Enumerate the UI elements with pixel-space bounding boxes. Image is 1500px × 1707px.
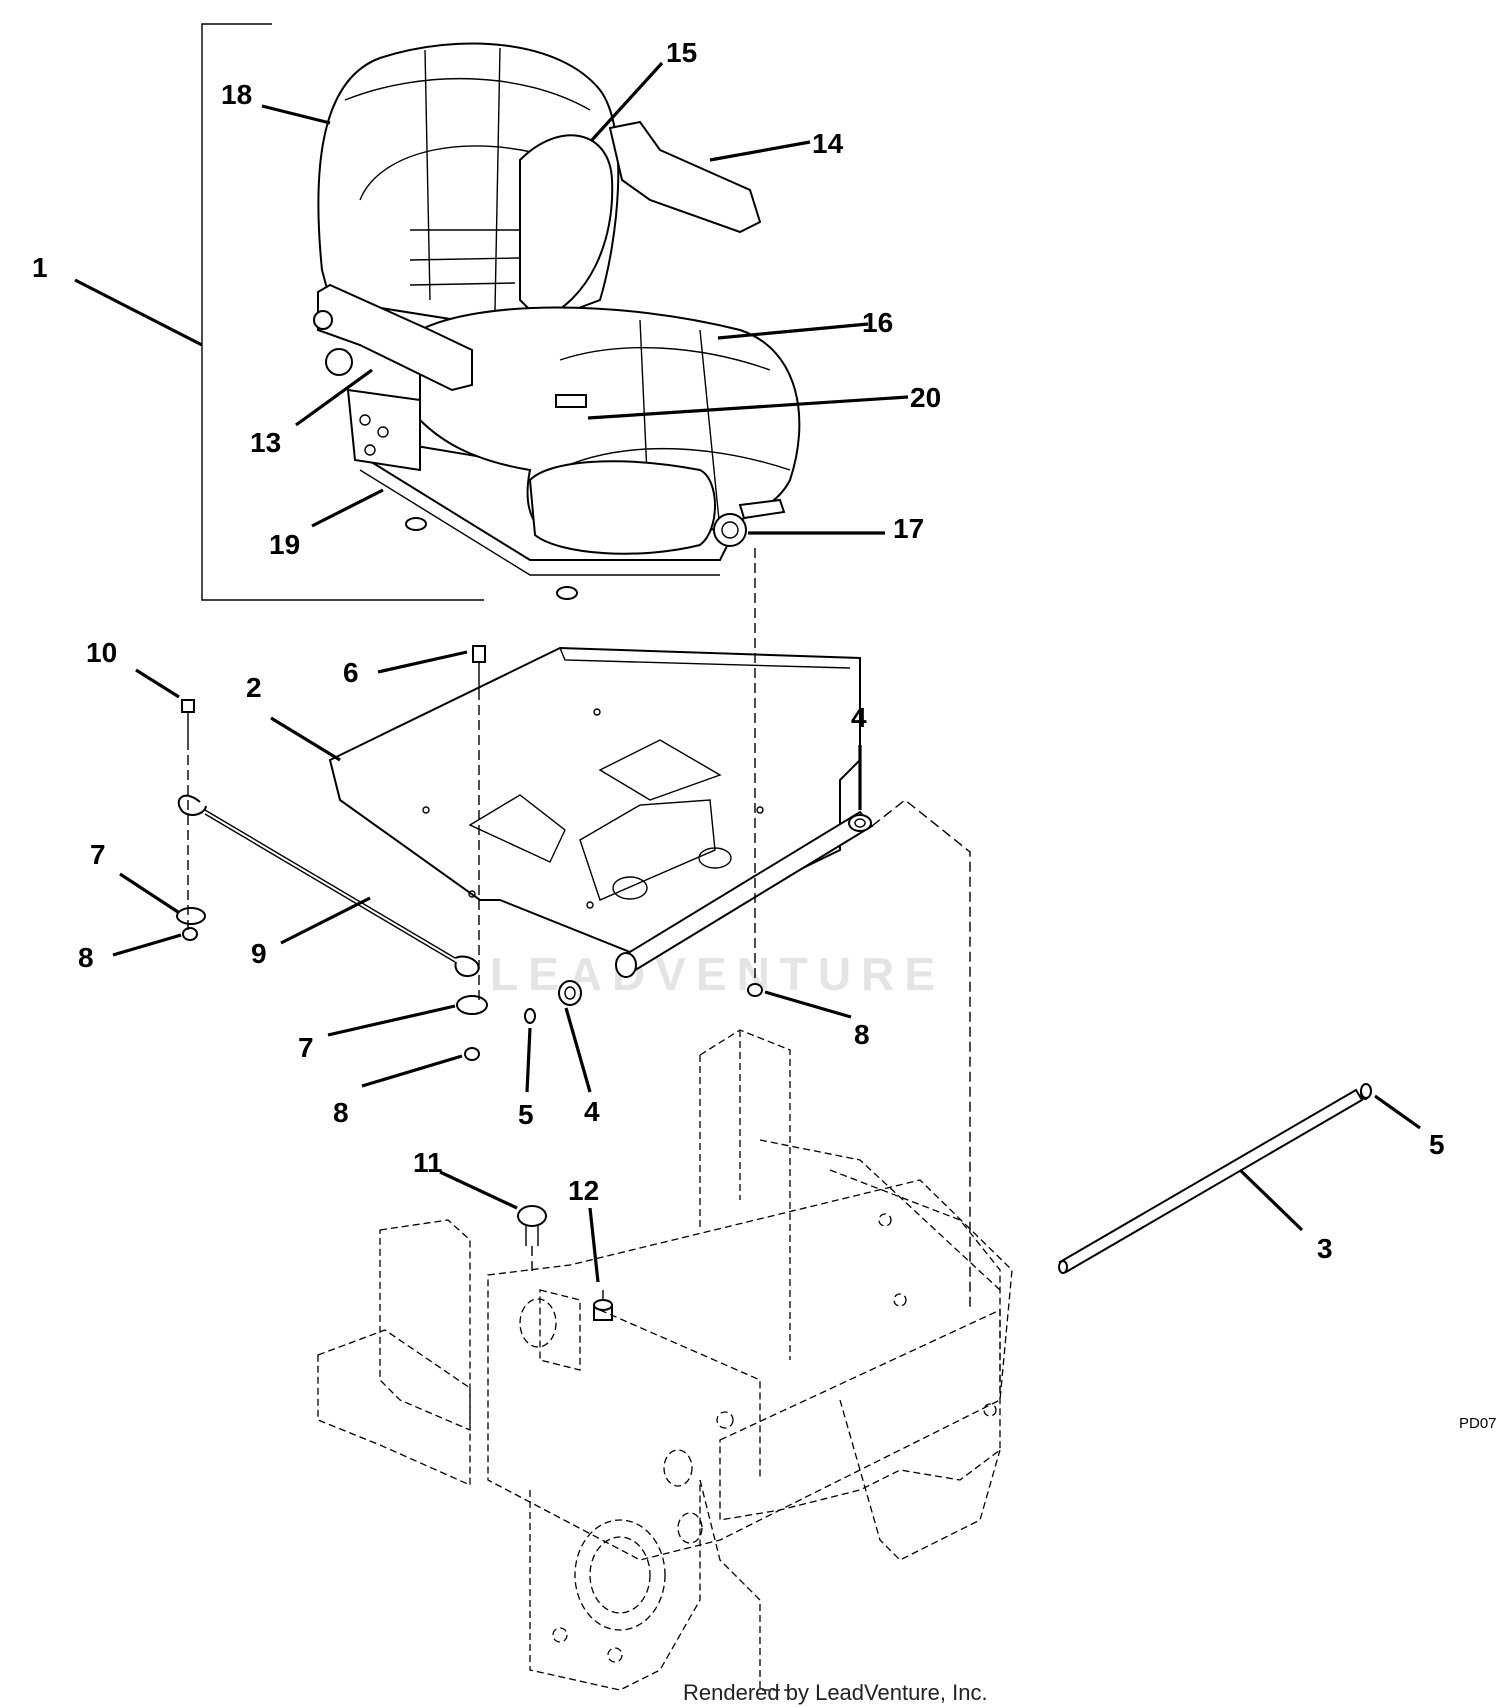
callout-2[interactable]: 2 <box>246 672 262 703</box>
callout-5-lower[interactable]: 5 <box>518 1099 534 1130</box>
callout-9[interactable]: 9 <box>251 938 267 969</box>
callout-8-left[interactable]: 8 <box>78 942 94 973</box>
callout-6[interactable]: 6 <box>343 657 359 688</box>
leader-lines <box>74 61 1421 1283</box>
callout-14[interactable]: 14 <box>812 128 844 159</box>
callouts: 1 2 3 4 4 5 5 6 7 7 8 8 8 9 10 11 12 13 … <box>32 37 1445 1264</box>
callout-17[interactable]: 17 <box>893 513 924 544</box>
alignment-lines <box>187 548 971 1310</box>
threaded-insert[interactable] <box>593 1299 613 1321</box>
nut-left[interactable] <box>182 927 198 941</box>
seat-cable[interactable] <box>177 794 480 978</box>
callout-8-center[interactable]: 8 <box>333 1097 349 1128</box>
callout-7-left[interactable]: 7 <box>90 839 106 870</box>
washer-left[interactable] <box>176 907 206 925</box>
callout-19[interactable]: 19 <box>269 529 300 560</box>
callout-3[interactable]: 3 <box>1317 1233 1333 1264</box>
callout-5-rod[interactable]: 5 <box>1429 1129 1445 1160</box>
thumb-screw[interactable] <box>517 1205 547 1246</box>
callout-4-upper[interactable]: 4 <box>851 702 867 733</box>
footer-credit: Rendered by LeadVenture, Inc. <box>683 1680 988 1705</box>
callout-11[interactable]: 11 <box>413 1147 443 1178</box>
nut-center[interactable] <box>464 1047 480 1061</box>
callout-13[interactable]: 13 <box>250 427 281 458</box>
seat-assembly[interactable] <box>313 42 801 600</box>
callout-4-lower[interactable]: 4 <box>584 1096 600 1127</box>
e-clip-rod[interactable] <box>1360 1083 1372 1099</box>
callout-20[interactable]: 20 <box>910 382 941 413</box>
callout-8-right[interactable]: 8 <box>854 1019 870 1050</box>
bushing-lower[interactable] <box>558 980 582 1006</box>
chassis-frame <box>317 1029 1013 1691</box>
e-clip-lower[interactable] <box>524 1008 536 1024</box>
nut-right[interactable] <box>747 983 763 997</box>
hex-bolt[interactable] <box>181 699 195 740</box>
callout-1[interactable]: 1 <box>32 252 48 283</box>
seat-mounting-plate[interactable] <box>328 646 874 978</box>
bushing-upper[interactable] <box>848 814 872 832</box>
seat-assembly-bracket <box>201 23 484 601</box>
callout-16[interactable]: 16 <box>862 307 893 338</box>
diagram-code: PD07 <box>1459 1415 1497 1432</box>
callout-7-center[interactable]: 7 <box>298 1032 314 1063</box>
callout-12[interactable]: 12 <box>568 1175 599 1206</box>
washer-center[interactable] <box>456 995 488 1015</box>
callout-18[interactable]: 18 <box>221 79 252 110</box>
carriage-bolt[interactable] <box>472 645 486 690</box>
callout-15[interactable]: 15 <box>666 37 697 68</box>
callout-10[interactable]: 10 <box>86 637 117 668</box>
